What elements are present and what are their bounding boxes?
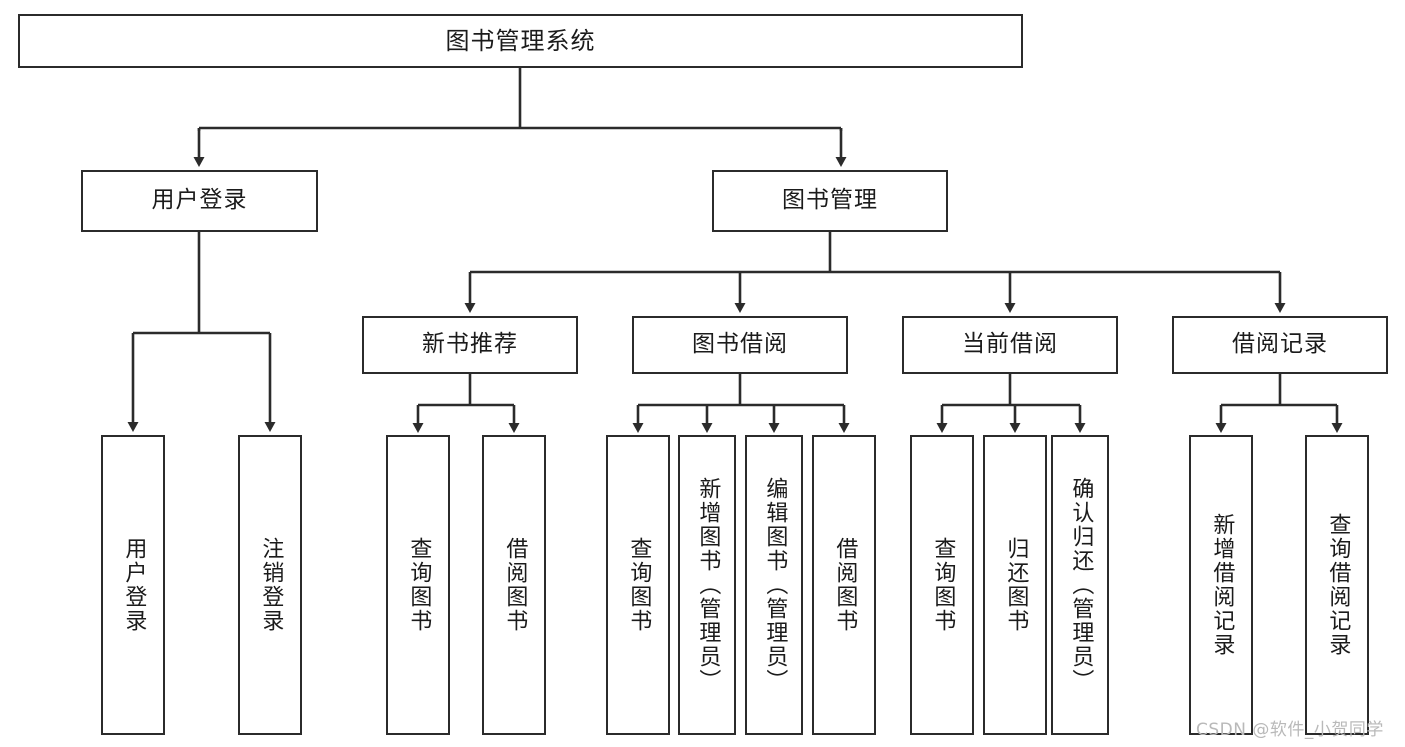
node-leaf-borrow-book-2-label: 借阅图书 bbox=[832, 537, 858, 633]
node-new-book-recommend-label: 新书推荐 bbox=[422, 331, 518, 358]
node-leaf-user-login-label: 用户登录 bbox=[121, 537, 147, 633]
node-leaf-add-book[interactable]: 新增图书（管理员） bbox=[678, 435, 736, 735]
node-current-borrow-label: 当前借阅 bbox=[962, 331, 1058, 358]
node-leaf-query-book-3[interactable]: 查询图书 bbox=[910, 435, 974, 735]
csdn-watermark: CSDN @软件_小贺同学 bbox=[1196, 720, 1384, 740]
node-leaf-query-record[interactable]: 查询借阅记录 bbox=[1305, 435, 1369, 735]
node-user-login[interactable]: 用户登录 bbox=[81, 170, 318, 232]
node-leaf-confirm-return[interactable]: 确认归还（管理员） bbox=[1051, 435, 1109, 735]
node-root[interactable]: 图书管理系统 bbox=[18, 14, 1023, 68]
node-leaf-query-book-2-label: 查询图书 bbox=[626, 537, 652, 633]
node-book-manage-label: 图书管理 bbox=[782, 187, 878, 214]
node-leaf-confirm-return-label: 确认归还（管理员） bbox=[1068, 477, 1094, 693]
node-leaf-user-login[interactable]: 用户登录 bbox=[101, 435, 165, 735]
node-current-borrow[interactable]: 当前借阅 bbox=[902, 316, 1118, 374]
node-borrow-record[interactable]: 借阅记录 bbox=[1172, 316, 1388, 374]
node-root-label: 图书管理系统 bbox=[445, 26, 596, 55]
node-leaf-edit-book-label: 编辑图书（管理员） bbox=[762, 477, 788, 693]
node-leaf-add-record-label: 新增借阅记录 bbox=[1209, 513, 1235, 657]
node-leaf-return-book[interactable]: 归还图书 bbox=[983, 435, 1047, 735]
node-new-book-recommend[interactable]: 新书推荐 bbox=[362, 316, 578, 374]
node-book-borrow-label: 图书借阅 bbox=[692, 331, 788, 358]
node-leaf-return-book-label: 归还图书 bbox=[1003, 537, 1029, 633]
node-borrow-record-label: 借阅记录 bbox=[1232, 331, 1328, 358]
node-book-manage[interactable]: 图书管理 bbox=[712, 170, 948, 232]
node-leaf-borrow-book-1-label: 借阅图书 bbox=[502, 537, 528, 633]
node-leaf-query-book-3-label: 查询图书 bbox=[930, 537, 956, 633]
node-user-login-label: 用户登录 bbox=[151, 187, 248, 214]
node-book-borrow[interactable]: 图书借阅 bbox=[632, 316, 848, 374]
node-leaf-query-book-2[interactable]: 查询图书 bbox=[606, 435, 670, 735]
node-leaf-edit-book[interactable]: 编辑图书（管理员） bbox=[745, 435, 803, 735]
node-leaf-borrow-book-2[interactable]: 借阅图书 bbox=[812, 435, 876, 735]
node-leaf-add-book-label: 新增图书（管理员） bbox=[695, 477, 721, 693]
node-leaf-logout-login[interactable]: 注销登录 bbox=[238, 435, 302, 735]
node-leaf-logout-login-label: 注销登录 bbox=[258, 537, 284, 633]
node-leaf-query-record-label: 查询借阅记录 bbox=[1325, 513, 1351, 657]
node-leaf-query-book-1[interactable]: 查询图书 bbox=[386, 435, 450, 735]
node-leaf-query-book-1-label: 查询图书 bbox=[406, 537, 432, 633]
node-leaf-borrow-book-1[interactable]: 借阅图书 bbox=[482, 435, 546, 735]
node-leaf-add-record[interactable]: 新增借阅记录 bbox=[1189, 435, 1253, 735]
